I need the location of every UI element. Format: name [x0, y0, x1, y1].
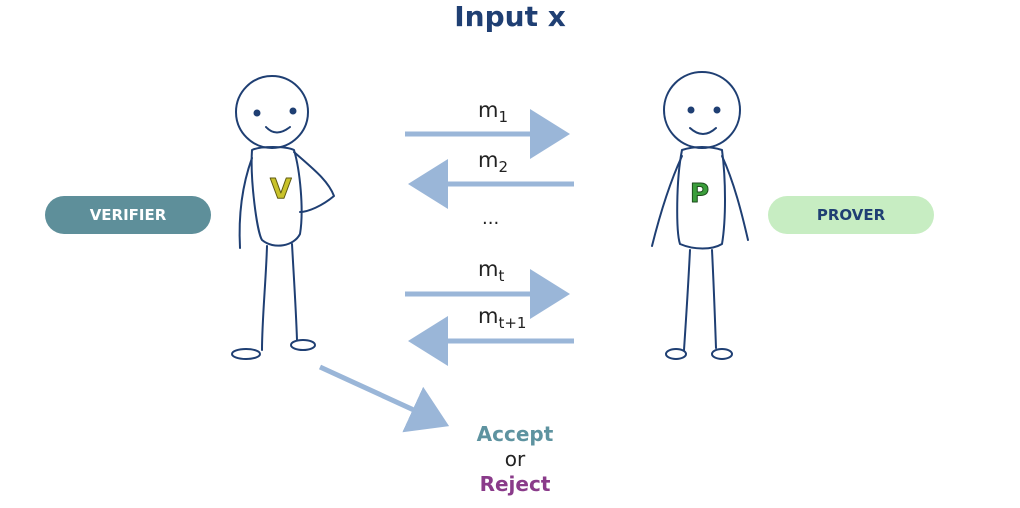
verifier-label: VERIFIER	[45, 196, 211, 234]
verifier-right-eye	[289, 107, 297, 115]
accept-label: Accept	[476, 422, 554, 446]
message-mt1-name: m	[478, 304, 499, 328]
reject-label: Reject	[479, 472, 551, 496]
verifier-head	[235, 75, 309, 149]
message-arrows	[318, 109, 574, 433]
or-label: or	[504, 447, 526, 471]
message-ellipsis: ...	[482, 208, 500, 229]
verifier-torso	[250, 146, 303, 247]
verifier-right-foot	[290, 339, 316, 351]
prover-smile	[689, 127, 717, 135]
prover-left-foot	[665, 348, 687, 360]
prover-torso	[676, 146, 726, 250]
message-m2-label: m2	[478, 148, 508, 176]
verifier-badge: V	[270, 172, 292, 205]
verifier-right-arm	[293, 151, 335, 213]
verifier-smile	[265, 126, 291, 134]
prover-right-arm	[721, 155, 749, 241]
message-mt-sub: t	[498, 267, 505, 285]
prover-left-leg	[683, 249, 691, 351]
message-m2-sub: 2	[498, 158, 509, 176]
message-mt-label: mt	[478, 257, 504, 285]
message-mt1-label: mt+1	[478, 304, 526, 332]
verifier-right-leg	[291, 243, 298, 341]
message-mt-name: m	[478, 257, 499, 281]
arrow-decision	[318, 364, 450, 433]
prover-head	[663, 71, 741, 149]
verifier-left-foot	[231, 348, 261, 360]
prover-right-leg	[711, 249, 717, 349]
verifier-left-leg	[261, 245, 268, 351]
prover-label: PROVER	[768, 196, 934, 234]
prover-right-foot	[711, 348, 733, 360]
prover-left-arm	[651, 155, 683, 247]
message-mt1-sub: t+1	[498, 314, 527, 332]
message-m1-sub: 1	[498, 108, 509, 126]
verifier-left-eye	[253, 109, 261, 117]
message-m2-name: m	[478, 148, 499, 172]
prover-right-eye	[713, 106, 721, 114]
message-m1-label: m1	[478, 98, 508, 126]
message-m1-name: m	[478, 98, 499, 122]
diagram-title: Input x	[454, 0, 566, 33]
prover-badge: P	[690, 179, 709, 209]
verifier-left-arm	[238, 157, 253, 249]
verifier-figure: V	[231, 75, 335, 360]
prover-left-eye	[687, 106, 695, 114]
prover-figure: P	[651, 71, 749, 360]
